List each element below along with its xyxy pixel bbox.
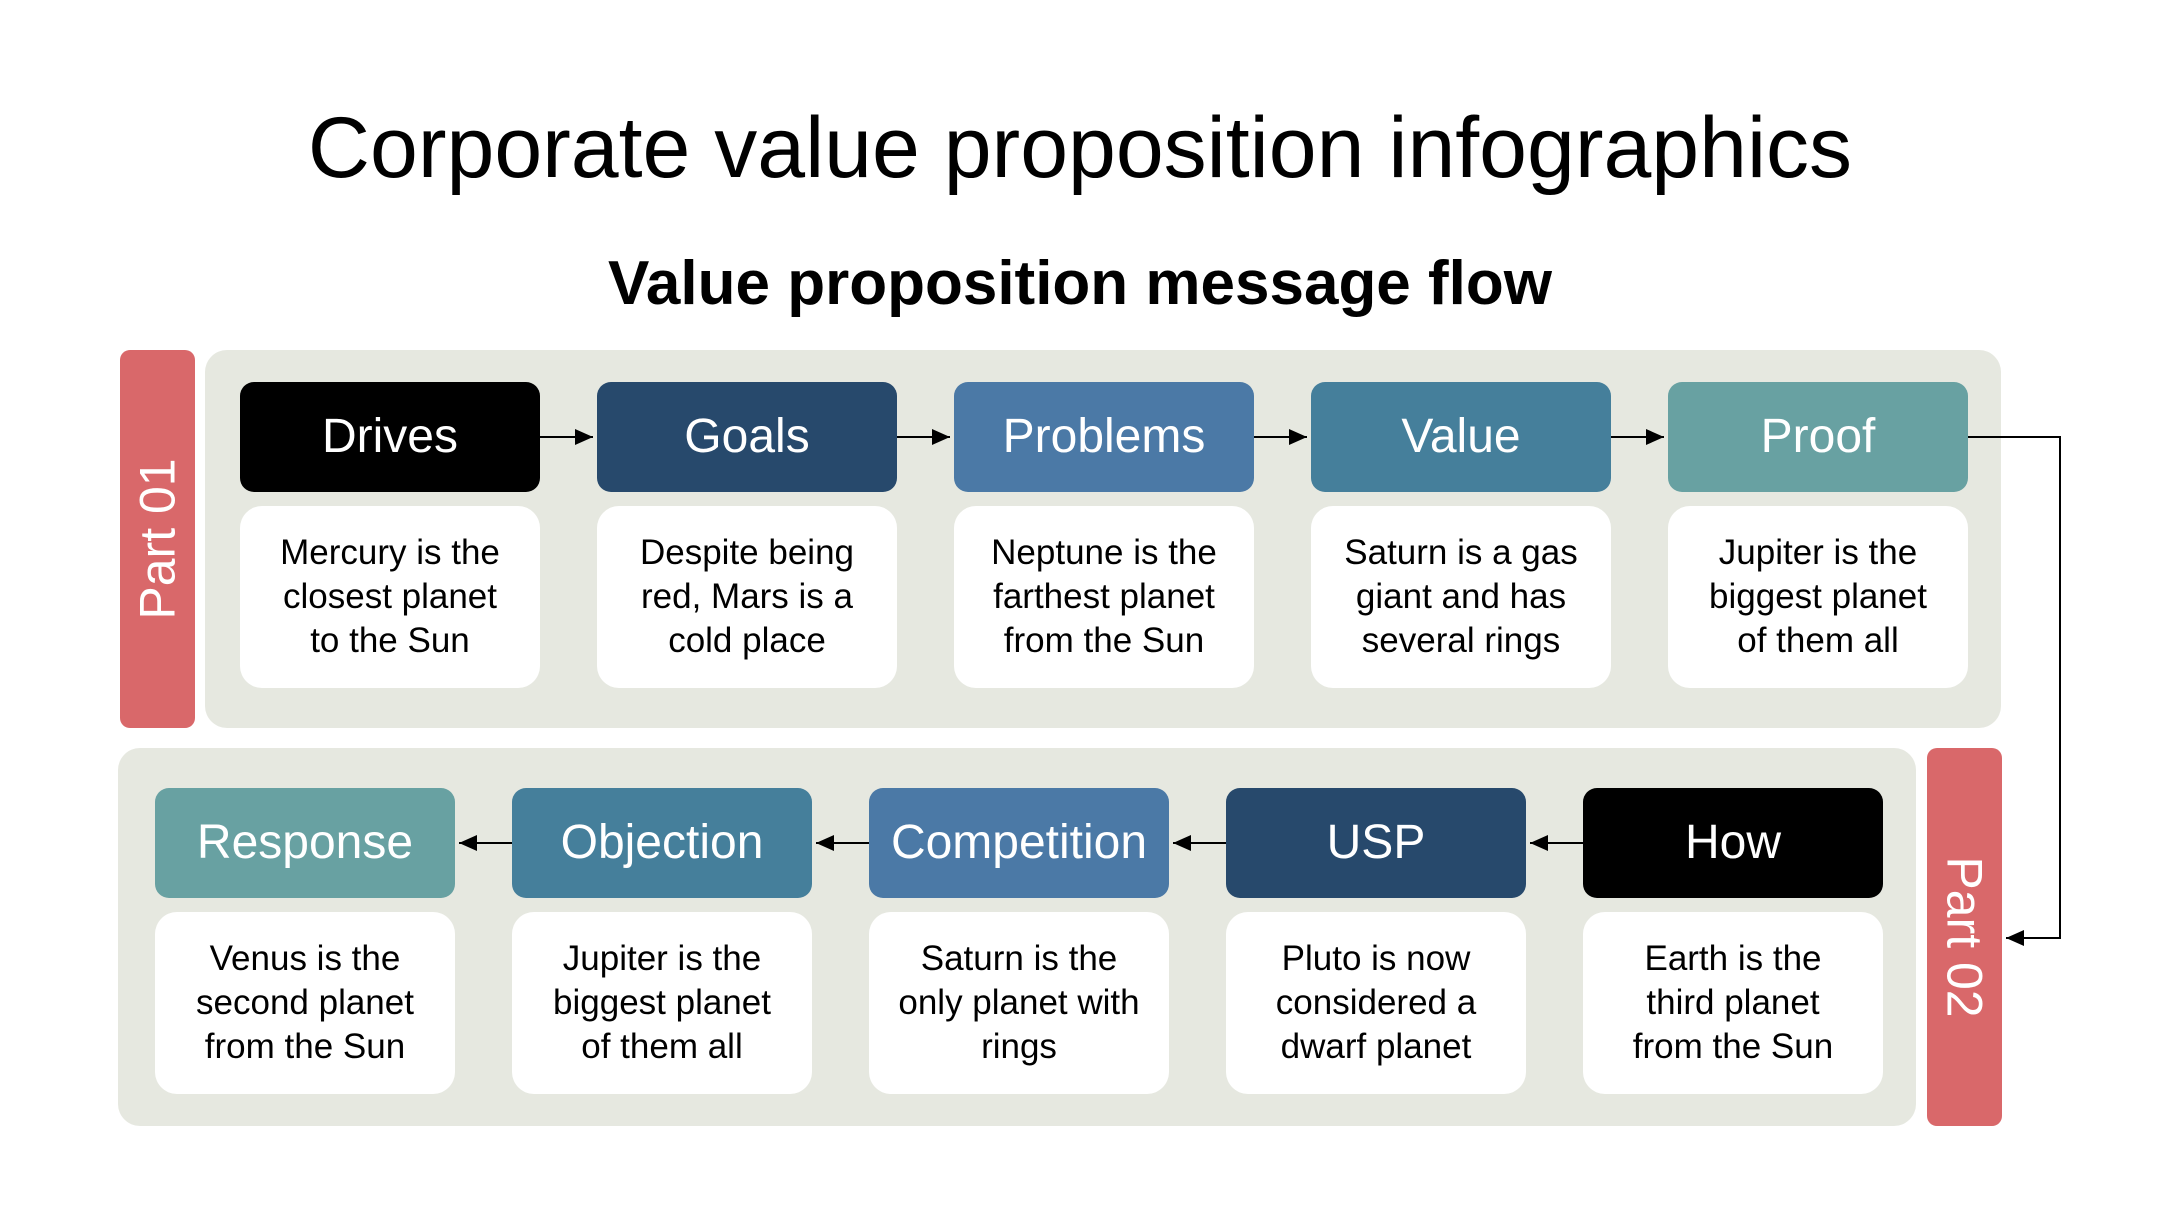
step-competition-header: Competition — [869, 788, 1169, 898]
part-01-label: Part 01 — [129, 458, 186, 620]
step-competition-text: Saturn is the only planet with rings — [869, 912, 1169, 1094]
step-goals-text: Despite being red, Mars is a cold place — [597, 506, 897, 688]
step-response-header: Response — [155, 788, 455, 898]
step-response-text: Venus is the second planet from the Sun — [155, 912, 455, 1094]
step-proof-header: Proof — [1668, 382, 1968, 492]
page-title: Corporate value proposition infographics — [307, 100, 1853, 196]
step-problems-text: Neptune is the farthest planet from the … — [954, 506, 1254, 688]
step-drives-header: Drives — [240, 382, 540, 492]
part-02-label: Part 02 — [1936, 856, 1993, 1018]
step-how-text: Earth is the third planet from the Sun — [1583, 912, 1883, 1094]
step-objection-text: Jupiter is the biggest planet of them al… — [512, 912, 812, 1094]
step-usp-text: Pluto is now considered a dwarf planet — [1226, 912, 1526, 1094]
step-objection-header: Objection — [512, 788, 812, 898]
step-how-header: How — [1583, 788, 1883, 898]
diagram-subtitle: Value proposition message flow — [608, 249, 1552, 318]
step-value-header: Value — [1311, 382, 1611, 492]
step-goals-header: Goals — [597, 382, 897, 492]
step-drives-text: Mercury is the closest planet to the Sun — [240, 506, 540, 688]
step-problems-header: Problems — [954, 382, 1254, 492]
part-02-tab: Part 02 — [1927, 748, 2002, 1126]
step-usp-header: USP — [1226, 788, 1526, 898]
step-proof-text: Jupiter is the biggest planet of them al… — [1668, 506, 1968, 688]
step-value-text: Saturn is a gas giant and has several ri… — [1311, 506, 1611, 688]
part-01-tab: Part 01 — [120, 350, 195, 728]
